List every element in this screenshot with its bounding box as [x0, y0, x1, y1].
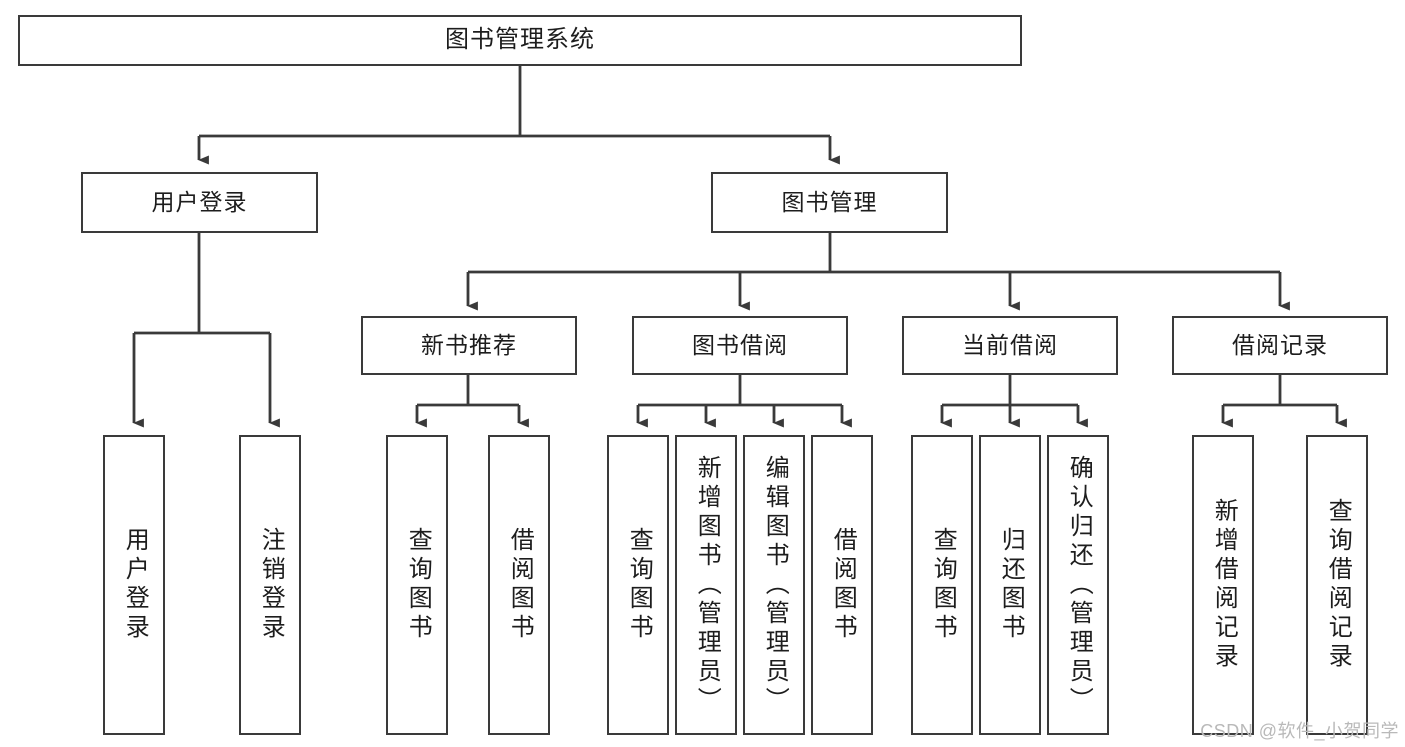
node-label: 图书管理系统	[445, 26, 595, 54]
node-book-management[interactable]: 图书管理	[711, 172, 948, 233]
node-label: 用户登录	[121, 527, 149, 643]
node-label: 借阅图书	[829, 527, 857, 643]
node-label: 查询图书	[929, 527, 957, 643]
leaf-current-borrow-return-book[interactable]: 归还图书	[979, 435, 1041, 735]
node-borrow-record[interactable]: 借阅记录	[1172, 316, 1388, 375]
node-label: 查询图书	[625, 527, 653, 643]
node-label: 新增图书（管理员）	[693, 454, 721, 716]
leaf-new-book-query-book[interactable]: 查询图书	[386, 435, 448, 735]
leaf-user-login-login[interactable]: 用户登录	[103, 435, 165, 735]
leaf-current-borrow-confirm-return-admin[interactable]: 确认归还（管理员）	[1047, 435, 1109, 735]
node-label: 借阅图书	[506, 527, 534, 643]
leaf-book-borrow-edit-book-admin[interactable]: 编辑图书（管理员）	[743, 435, 805, 735]
node-label: 新增借阅记录	[1210, 498, 1238, 672]
leaf-book-borrow-borrow-book[interactable]: 借阅图书	[811, 435, 873, 735]
leaf-new-book-borrow-book[interactable]: 借阅图书	[488, 435, 550, 735]
leaf-user-login-logout[interactable]: 注销登录	[239, 435, 301, 735]
leaf-book-borrow-add-book-admin[interactable]: 新增图书（管理员）	[675, 435, 737, 735]
leaf-current-borrow-query-book[interactable]: 查询图书	[911, 435, 973, 735]
node-label: 确认归还（管理员）	[1065, 454, 1093, 716]
node-label: 查询借阅记录	[1324, 498, 1352, 672]
leaf-book-borrow-query-book[interactable]: 查询图书	[607, 435, 669, 735]
node-user-login[interactable]: 用户登录	[81, 172, 318, 233]
node-root-book-management-system[interactable]: 图书管理系统	[18, 15, 1022, 66]
watermark-text: CSDN @软件_小贺同学	[1200, 721, 1399, 741]
node-label: 图书借阅	[692, 331, 788, 358]
node-label: 归还图书	[997, 527, 1025, 643]
node-label: 当前借阅	[962, 331, 1058, 358]
node-label: 图书管理	[781, 188, 878, 215]
leaf-borrow-record-query-record[interactable]: 查询借阅记录	[1306, 435, 1368, 735]
node-book-borrow[interactable]: 图书借阅	[632, 316, 848, 375]
leaf-borrow-record-add-record[interactable]: 新增借阅记录	[1192, 435, 1254, 735]
node-label: 编辑图书（管理员）	[761, 454, 789, 716]
node-label: 查询图书	[404, 527, 432, 643]
node-label: 用户登录	[151, 188, 248, 215]
node-label: 借阅记录	[1232, 331, 1328, 358]
node-label: 注销登录	[257, 527, 285, 643]
node-new-book-recommend[interactable]: 新书推荐	[361, 316, 577, 375]
node-current-borrow[interactable]: 当前借阅	[902, 316, 1118, 375]
node-label: 新书推荐	[421, 331, 517, 358]
